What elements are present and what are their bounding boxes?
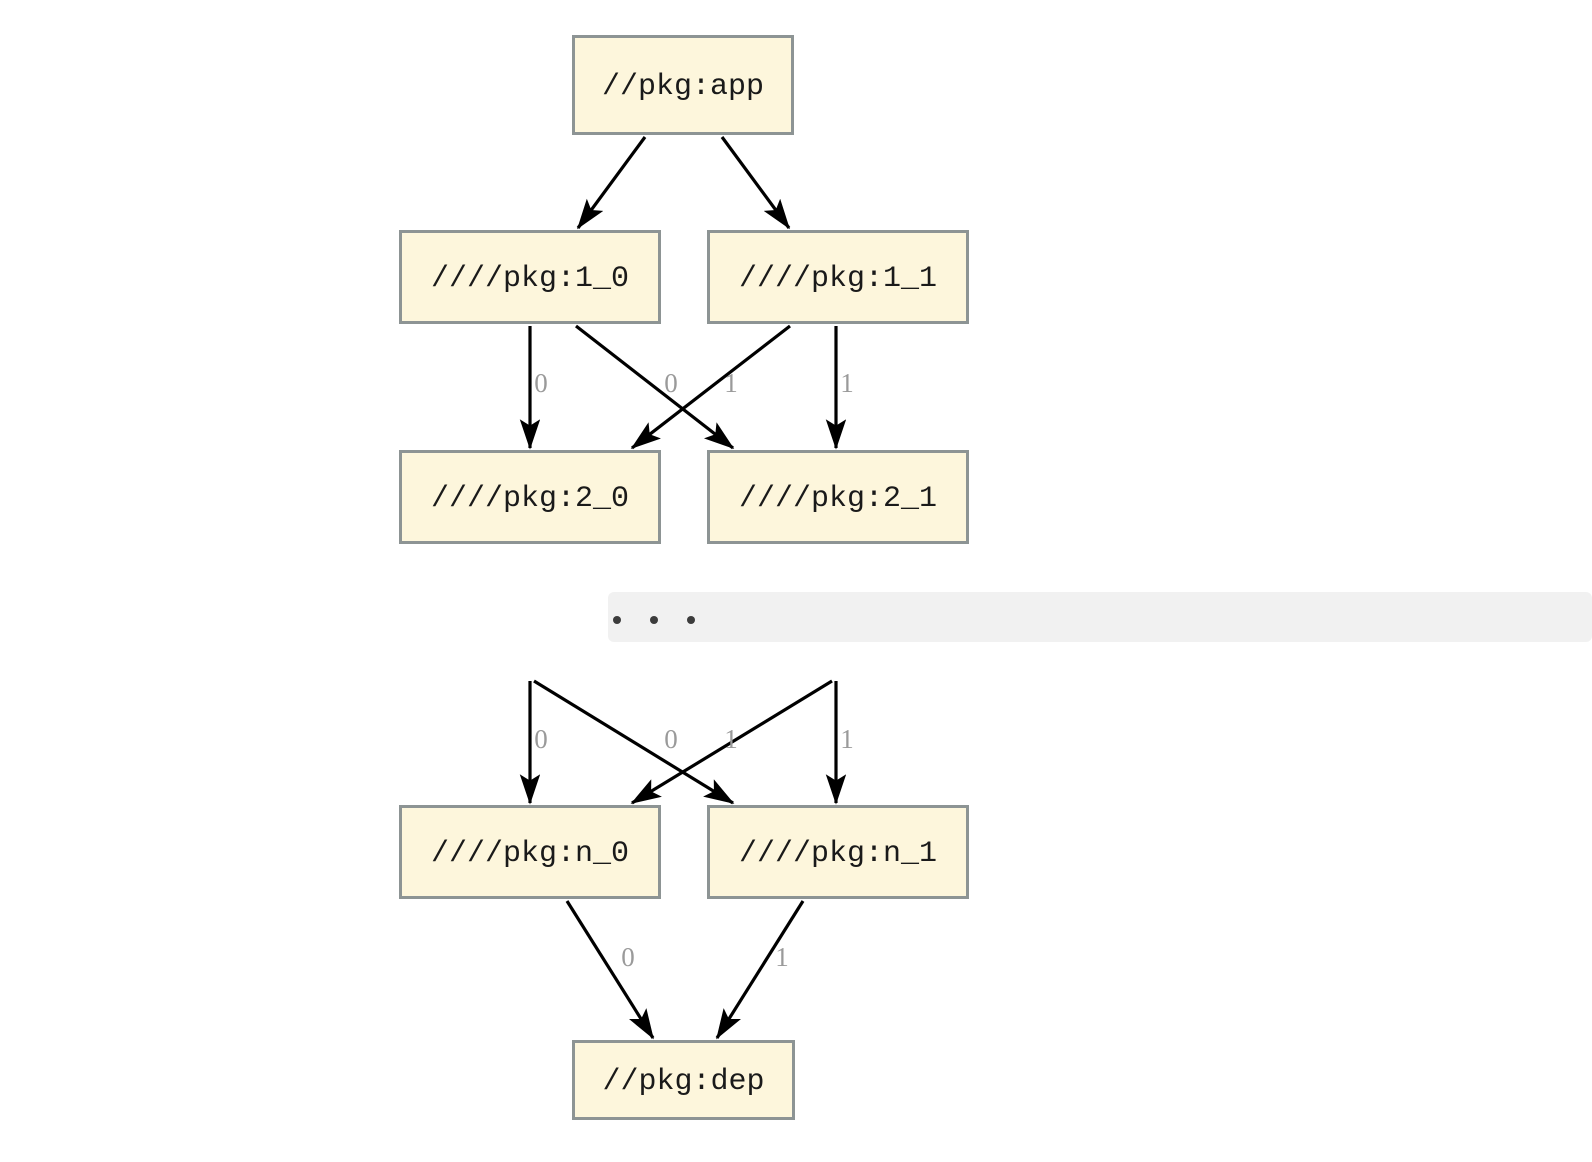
edge-label-e-x-n_0: 0 [534,724,548,754]
node-box-n_0[interactable] [399,805,661,899]
node-n_0[interactable]: ////pkg:n_0 [399,805,661,899]
node-layer: //pkg:app ////pkg:1_0 ////pkg:1_1 ////pkg:2… [399,35,969,1120]
node-2_0[interactable]: ////pkg:2_0 [399,450,661,544]
node-label-dep: //pkg:dep [602,1065,764,1099]
edge-label-e-n_1-dep: 1 [775,942,789,972]
edge-label-layer: 0 0 1 1 0 0 1 1 0 1 [534,368,854,972]
node-app[interactable]: //pkg:app [572,35,794,135]
node-box-2_0[interactable] [399,450,661,544]
edge-e-n_0-dep [565,900,655,1040]
ellipsis-dot-1 [650,616,658,624]
node-1_1[interactable]: ////pkg:1_1 [707,230,969,324]
edge-e-n_1-dep [715,900,805,1040]
node-box-1_1[interactable] [707,230,969,324]
node-1_0[interactable]: ////pkg:1_0 [399,230,661,324]
edge-label-e-1_0-2_1: 0 [664,368,678,398]
node-n_1[interactable]: ////pkg:n_1 [707,805,969,899]
node-label-2_0: ////pkg:2_0 [431,482,629,516]
edge-e-app-1_1 [720,136,791,230]
edge-e-app-1_0 [576,136,647,230]
node-label-1_0: ////pkg:1_0 [431,262,629,296]
node-box-1_0[interactable] [399,230,661,324]
edge-e-1_0-2_1 [575,324,735,450]
node-label-2_1: ////pkg:2_1 [739,482,937,516]
edge-label-e-1_1-2_0: 1 [724,368,738,398]
node-box-2_1[interactable] [707,450,969,544]
edge-label-e-1_1-2_1: 1 [840,368,854,398]
ellipsis-dot-2 [687,616,695,624]
edge-e-y-n_0b [630,679,833,805]
node-dep[interactable]: //pkg:dep [572,1040,795,1120]
node-2_1[interactable]: ////pkg:2_1 [707,450,969,544]
ellipsis-band [608,592,1592,642]
ellipsis-separator [608,592,1592,642]
edge-label-e-1_0-2_0: 0 [534,368,548,398]
edge-label-e-n_0-dep: 0 [621,942,635,972]
node-box-dep[interactable] [572,1040,795,1120]
node-label-1_1: ////pkg:1_1 [739,262,937,296]
node-box-n_1[interactable] [707,805,969,899]
edge-label-e-y-n_0b: 1 [724,724,738,754]
ellipsis-dot-0 [613,616,621,624]
node-box-app[interactable] [572,35,794,135]
node-label-n_1: ////pkg:n_1 [739,837,937,871]
node-label-app: //pkg:app [602,70,764,104]
edge-label-e-x-n_1b: 0 [664,724,678,754]
edge-e-x-n_1b [533,679,735,805]
node-label-n_0: ////pkg:n_0 [431,837,629,871]
edge-label-e-y-n_1: 1 [840,724,854,754]
edge-e-1_1-2_0 [630,324,791,450]
edge-layer [519,136,847,1040]
